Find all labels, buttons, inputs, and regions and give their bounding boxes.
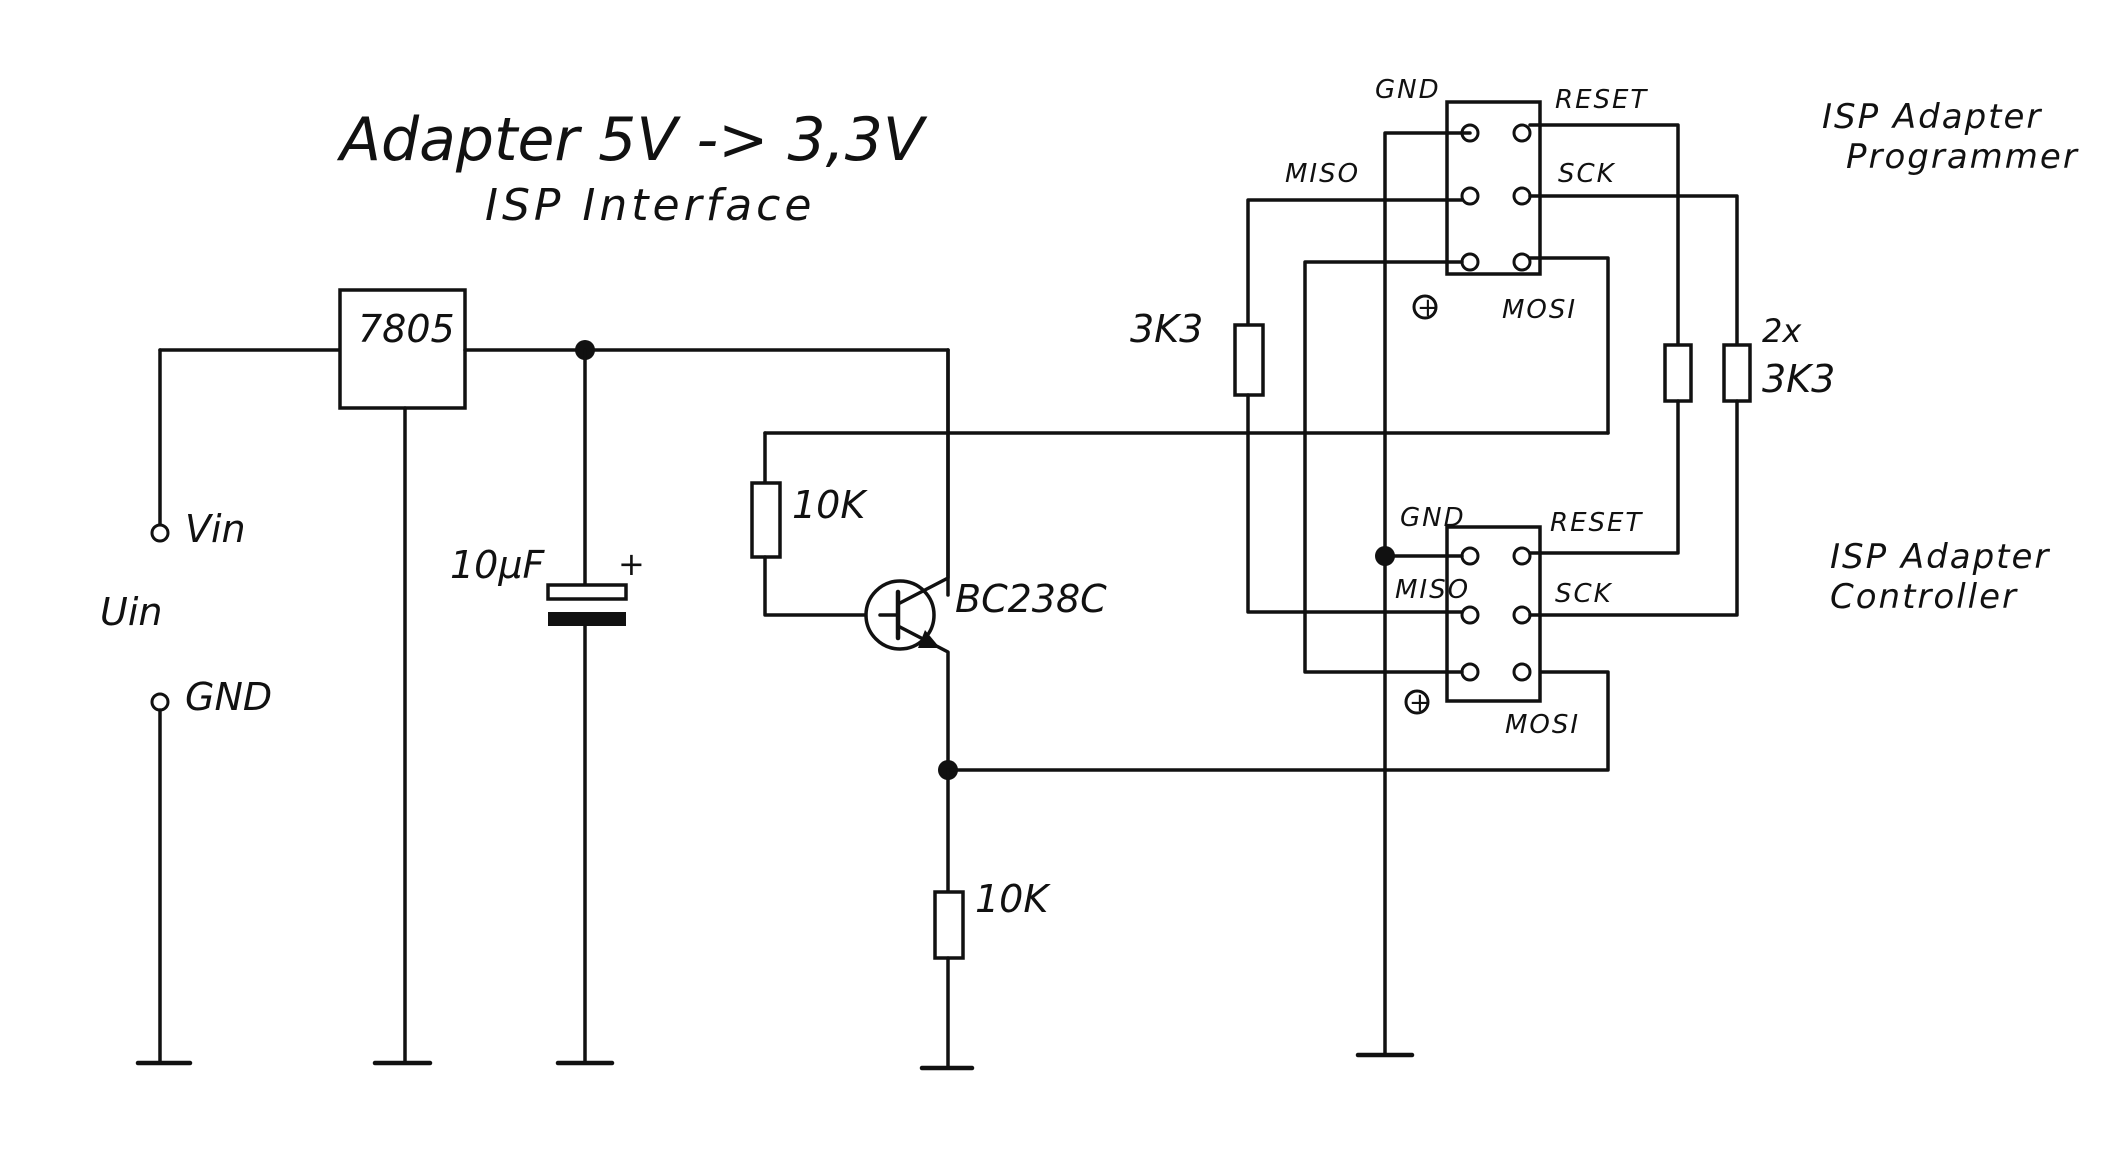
emitter-resistor	[933, 890, 965, 960]
emitter-arrow-icon	[918, 630, 940, 648]
programmer-gnd-label: GND	[1375, 75, 1441, 105]
vin-terminal	[150, 523, 170, 543]
connector-pin	[1512, 252, 1532, 272]
programmer-plus-label: +	[1417, 293, 1441, 323]
reset-resistor	[1663, 343, 1693, 403]
programmer-mosi-label: MOSI	[1502, 295, 1577, 325]
cap-plate-positive	[546, 583, 628, 601]
programmer-mosi-wire	[1528, 256, 1610, 435]
programmer-miso-label: MISO	[1285, 159, 1360, 189]
capacitor-label: 10µF	[450, 543, 546, 587]
gnd-input-label: GND	[185, 675, 272, 719]
gnd-terminal	[150, 692, 170, 712]
base-wire	[763, 555, 882, 617]
controller-plus-marker	[1404, 689, 1430, 715]
connector-pin	[1460, 252, 1480, 272]
connector-pin	[1512, 123, 1532, 143]
programmer-reset-label: RESET	[1555, 85, 1648, 115]
vin-label: Vin	[185, 507, 246, 551]
miso-wire-bottom	[1246, 393, 1464, 614]
pair-resistor-value-label: 3K3	[1762, 357, 1835, 401]
controller-mosi-label: MOSI	[1505, 710, 1580, 740]
miso-wire-top	[1246, 198, 1464, 327]
input-section: Vin Uin GND	[100, 348, 342, 1066]
controller-miso-label: MISO	[1395, 575, 1470, 605]
reset-wire-bottom	[1528, 399, 1680, 555]
controller-sck-label: SCK	[1555, 579, 1613, 609]
controller-title-line2: Controller	[1830, 577, 2018, 617]
transistor-label: BC238C	[955, 577, 1107, 621]
base-resistor	[750, 481, 782, 559]
programmer-plus-marker	[1412, 294, 1438, 320]
uin-label: Uin	[100, 590, 162, 634]
regulator-body	[338, 288, 467, 410]
diagram-subtitle: ISP Interface	[485, 180, 815, 231]
programmer-title-line2: Programmer	[1846, 137, 2079, 177]
regulator-7805: 7805	[338, 288, 950, 1066]
base-resistor-label: 10K	[792, 483, 868, 527]
controller-header: GND RESET MISO SCK MOSI + ISP Adapter Co…	[1395, 503, 2050, 740]
sck-resistor	[1722, 343, 1752, 403]
regulator-label: 7805	[358, 307, 455, 351]
cap-plate-negative	[548, 612, 626, 626]
capacitor-10uf: 10µF +	[450, 348, 645, 1066]
collector-lead	[896, 348, 950, 606]
controller-reset-label: RESET	[1550, 508, 1643, 538]
sck-wire-bottom	[1528, 399, 1739, 617]
programmer-header: GND RESET MISO SCK MOSI + ISP Adapter Pr…	[1285, 75, 2079, 325]
connector-pin	[1512, 186, 1532, 206]
connector-pin	[1460, 186, 1480, 206]
transistor-stage: 10K BC238C 10K	[750, 348, 1610, 1071]
connector-pin	[1512, 546, 1532, 566]
capacitor-polarity: +	[618, 545, 645, 583]
emitter-lead	[896, 624, 950, 772]
programmer-sck-label: SCK	[1558, 159, 1616, 189]
controller-title-line1: ISP Adapter	[1830, 537, 2050, 577]
connector-pin	[1460, 662, 1480, 682]
emitter-resistor-label: 10K	[975, 877, 1051, 921]
vcc-link-wire	[1303, 260, 1464, 674]
pair-resistor-count-label: 2x	[1762, 312, 1802, 350]
gnd-bus-wire	[1383, 131, 1472, 1057]
emitter-to-mosi-wire	[946, 670, 1610, 772]
programmer-title-line1: ISP Adapter	[1822, 97, 2042, 137]
connector-pin	[1460, 546, 1480, 566]
controller-plus-label: +	[1409, 688, 1433, 718]
miso-resistor	[1233, 323, 1265, 397]
miso-resistor-label: 3K3	[1130, 307, 1203, 351]
header-wiring: 2x 3K3 3K3	[1130, 123, 1835, 1058]
connector-pin	[1512, 662, 1532, 682]
reset-wire-top	[1528, 123, 1680, 347]
connector-pin	[1460, 605, 1480, 625]
connector-pin	[1512, 605, 1532, 625]
junction-dot	[1375, 546, 1395, 566]
controller-gnd-label: GND	[1400, 503, 1466, 533]
diagram-title: Adapter 5V -> 3,3V	[336, 105, 928, 175]
sck-wire-top	[1528, 194, 1739, 347]
